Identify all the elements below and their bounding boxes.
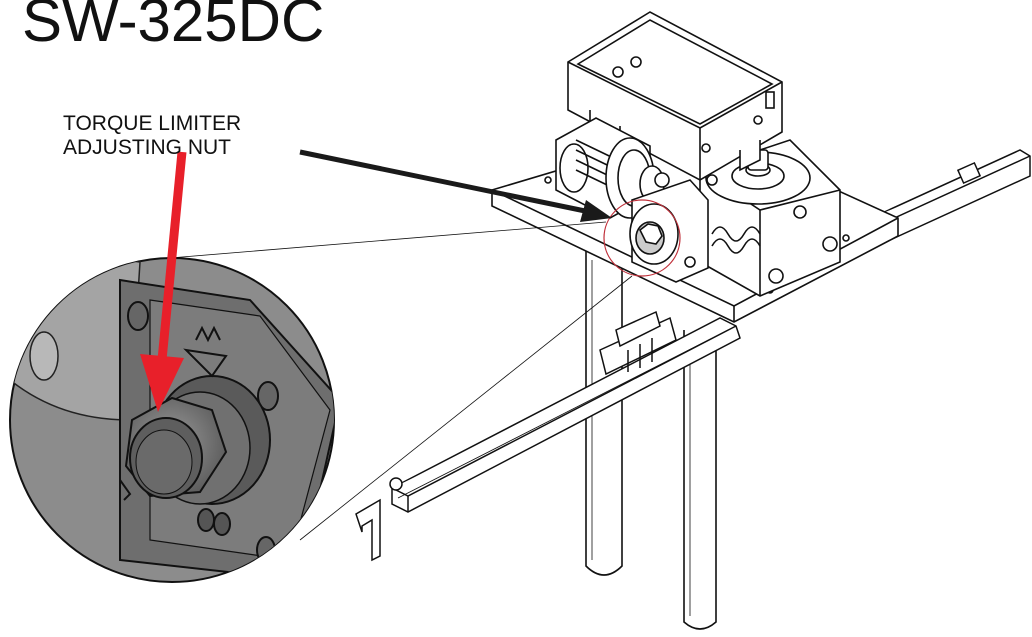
highlight-circle: [603, 199, 681, 277]
motor: [555, 117, 665, 219]
arrow-red-icon: [140, 151, 187, 412]
callout-line-2: ADJUSTING NUT: [63, 136, 231, 159]
detail-magnifier: [9, 257, 335, 583]
callout-label: TORQUE LIMITER ADJUSTING NUT: [63, 112, 241, 160]
right-track-arm: [879, 149, 1031, 242]
lower-track-arm: [355, 310, 741, 562]
projection-lines: [169, 221, 633, 541]
torque-limiter: [629, 172, 709, 283]
arrow-black-icon: [299, 149, 612, 222]
callout-line-1: TORQUE LIMITER: [63, 112, 242, 135]
support-posts: [585, 250, 717, 630]
diagram-title: SW-325DC: [22, 0, 325, 54]
